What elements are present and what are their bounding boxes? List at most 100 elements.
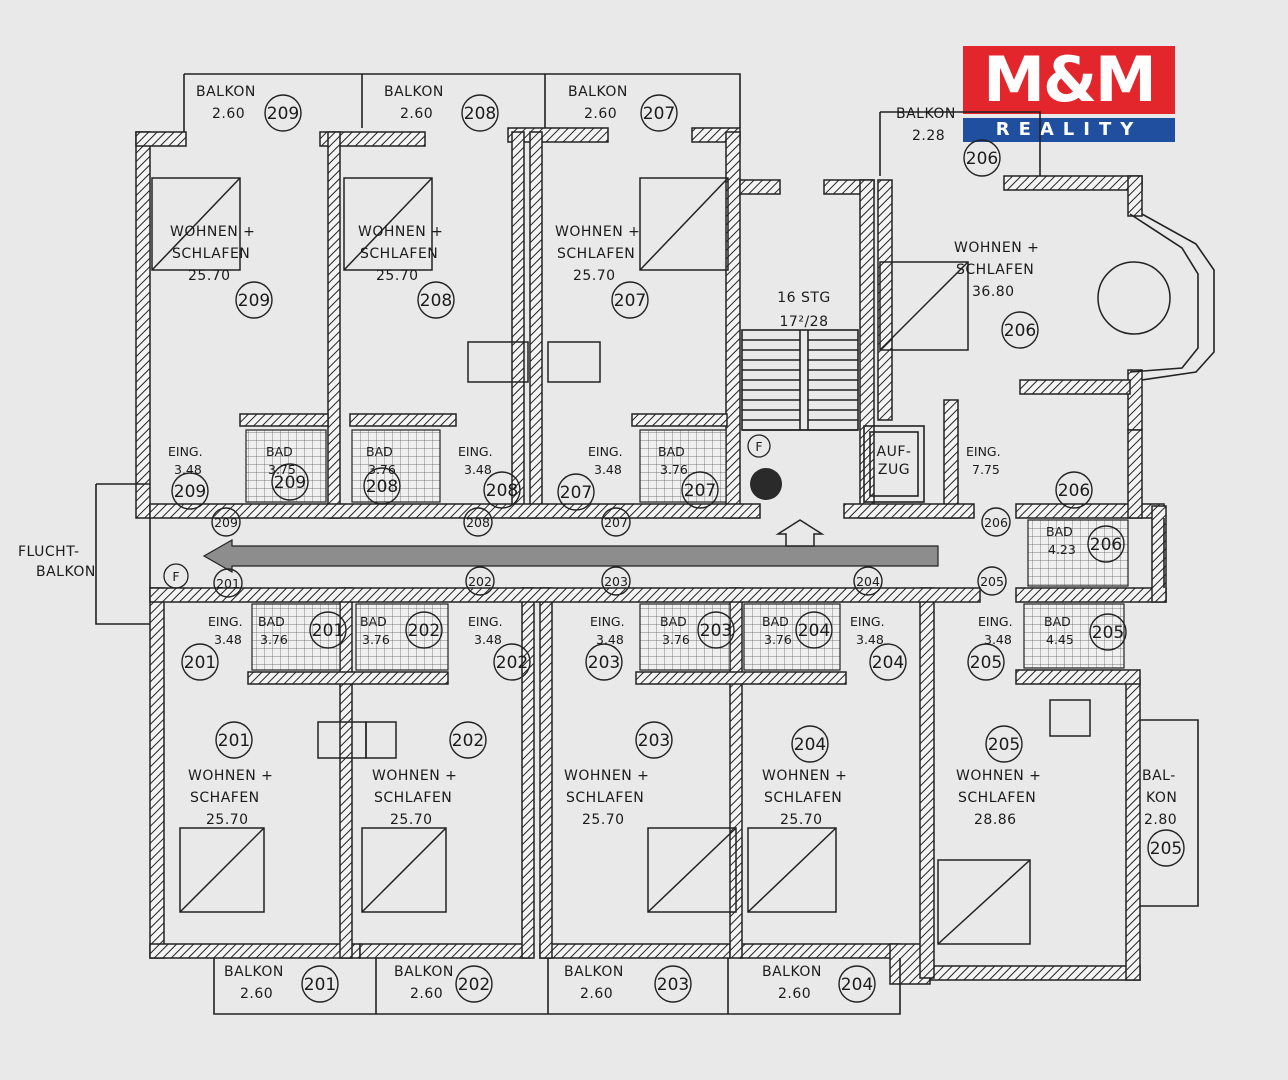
room-number-circle-201-4 bbox=[213, 568, 243, 598]
room-number-circle-206-2 bbox=[1055, 471, 1093, 509]
room-number-208-0: 208 bbox=[464, 104, 496, 124]
balcony-line2-203: 2.60 bbox=[580, 986, 613, 1002]
room-number-circle-206-0 bbox=[963, 139, 1001, 177]
balcony-line2-204: 2.60 bbox=[778, 986, 811, 1002]
living-line2-203: SCHLAFEN bbox=[566, 790, 644, 806]
balcony-line2-202: 2.60 bbox=[410, 986, 443, 1002]
room-number-circle-204-2 bbox=[869, 643, 907, 681]
living-line2-201: SCHAFEN bbox=[190, 790, 260, 806]
living-area-207: 25.70 bbox=[573, 268, 616, 284]
room-number-201-0: 201 bbox=[304, 975, 336, 995]
entrance-area-201: 3.48 bbox=[214, 632, 242, 647]
room-number-207-4: 207 bbox=[604, 515, 628, 530]
living-line2-202: SCHLAFEN bbox=[374, 790, 452, 806]
room-number-circle-206-4 bbox=[981, 507, 1011, 537]
room-number-207-3: 207 bbox=[684, 481, 716, 501]
bath-label-208: BAD bbox=[366, 444, 393, 459]
living-line2-204: SCHLAFEN bbox=[764, 790, 842, 806]
balcony-line2-206: 2.28 bbox=[912, 128, 945, 144]
room-number-circle-206-1 bbox=[1001, 311, 1039, 349]
entrance-label-208: EING. bbox=[458, 444, 493, 459]
room-number-circle-209-3 bbox=[271, 463, 309, 501]
living-area-202: 25.70 bbox=[390, 812, 433, 828]
stair-steps: 17²/28 bbox=[780, 314, 829, 330]
room-number-circle-205-4 bbox=[977, 566, 1007, 596]
balcony-line2-205: KON bbox=[1146, 790, 1177, 806]
room-number-201-2: 201 bbox=[184, 653, 216, 673]
room-number-204-4: 204 bbox=[856, 574, 880, 589]
flucht-marker: F bbox=[172, 569, 179, 584]
room-number-circle-201-1 bbox=[215, 721, 253, 759]
room-number-206-2: 206 bbox=[1058, 481, 1090, 501]
room-number-203-1: 203 bbox=[638, 731, 670, 751]
room-number-circle-204-3 bbox=[795, 611, 833, 649]
balcony-label-206: BALKON bbox=[896, 106, 956, 122]
room-number-204-2: 204 bbox=[872, 653, 904, 673]
entrance-label-207: EING. bbox=[588, 444, 623, 459]
room-number-209-2: 209 bbox=[174, 482, 206, 502]
balcony-label-208: BALKON bbox=[384, 84, 444, 100]
room-number-circle-201-3 bbox=[309, 611, 347, 649]
room-number-203-2: 203 bbox=[588, 653, 620, 673]
room-number-circle-203-3 bbox=[697, 611, 735, 649]
bath-label-209: BAD bbox=[266, 444, 293, 459]
balcony-line2-207: 2.60 bbox=[584, 106, 617, 122]
room-number-circle-207-2 bbox=[557, 473, 595, 511]
room-number-circle-208-1 bbox=[417, 281, 455, 319]
room-number-208-1: 208 bbox=[420, 291, 452, 311]
room-number-209-3: 209 bbox=[274, 473, 306, 493]
room-number-circle-202-4 bbox=[465, 566, 495, 596]
room-number-circle-209-1 bbox=[235, 281, 273, 319]
room-number-202-1: 202 bbox=[452, 731, 484, 751]
entrance-label-202: EING. bbox=[468, 614, 503, 629]
beds bbox=[151, 177, 1031, 945]
fire-marker-circle bbox=[747, 434, 771, 458]
logo-brand: M&M bbox=[963, 46, 1175, 114]
room-number-205-4: 205 bbox=[980, 574, 1004, 589]
lift-label-1: AUF- bbox=[877, 444, 912, 460]
entrance-area-204: 3.48 bbox=[856, 632, 884, 647]
balcony-label-207: BALKON bbox=[568, 84, 628, 100]
room-number-circle-204-4 bbox=[853, 566, 883, 596]
living-label-203: WOHNEN + bbox=[564, 768, 649, 784]
bath-label-204: BAD bbox=[762, 614, 789, 629]
entrance-label-203: EING. bbox=[590, 614, 625, 629]
balcony-line2-208: 2.60 bbox=[400, 106, 433, 122]
room-number-circle-203-0 bbox=[654, 965, 692, 1003]
room-number-208-2: 208 bbox=[366, 477, 398, 497]
room-number-207-1: 207 bbox=[614, 291, 646, 311]
entrance-area-207: 3.48 bbox=[594, 462, 622, 477]
balcony-line2-201: 2.60 bbox=[240, 986, 273, 1002]
balcony-line2-209: 2.60 bbox=[212, 106, 245, 122]
room-number-202-3: 202 bbox=[408, 621, 440, 641]
lift-label-2: ZUG bbox=[878, 462, 910, 478]
room-number-203-4: 203 bbox=[604, 574, 628, 589]
bath-area-208: 3.76 bbox=[368, 462, 396, 477]
room-number-circle-203-1 bbox=[635, 721, 673, 759]
living-area-201: 25.70 bbox=[206, 812, 249, 828]
room-number-circle-207-3 bbox=[681, 471, 719, 509]
room-number-circle-209-0 bbox=[264, 94, 302, 132]
bath-label-206: BAD bbox=[1046, 524, 1073, 539]
entrance-label-201: EING. bbox=[208, 614, 243, 629]
living-label-209: WOHNEN + bbox=[170, 224, 255, 240]
room-number-208-4: 208 bbox=[466, 515, 490, 530]
room-number-circle-203-4 bbox=[601, 566, 631, 596]
room-number-205-2: 205 bbox=[970, 653, 1002, 673]
room-number-202-2: 202 bbox=[496, 653, 528, 673]
entrance-label-204: EING. bbox=[850, 614, 885, 629]
room-number-circle-207-4 bbox=[601, 507, 631, 537]
living-line2-207: SCHLAFEN bbox=[557, 246, 635, 262]
room-number-209-4: 209 bbox=[214, 515, 238, 530]
corridor-arrow bbox=[202, 519, 939, 574]
stair-label: 16 STG bbox=[777, 290, 831, 306]
living-line2-208: SCHLAFEN bbox=[360, 246, 438, 262]
room-number-202-4: 202 bbox=[468, 574, 492, 589]
room-number-202-0: 202 bbox=[458, 975, 490, 995]
room-number-circle-208-0 bbox=[461, 94, 499, 132]
room-number-circle-208-2 bbox=[363, 467, 401, 505]
living-label-207: WOHNEN + bbox=[555, 224, 640, 240]
room-number-circle-204-1 bbox=[791, 725, 829, 763]
bath-label-202: BAD bbox=[360, 614, 387, 629]
